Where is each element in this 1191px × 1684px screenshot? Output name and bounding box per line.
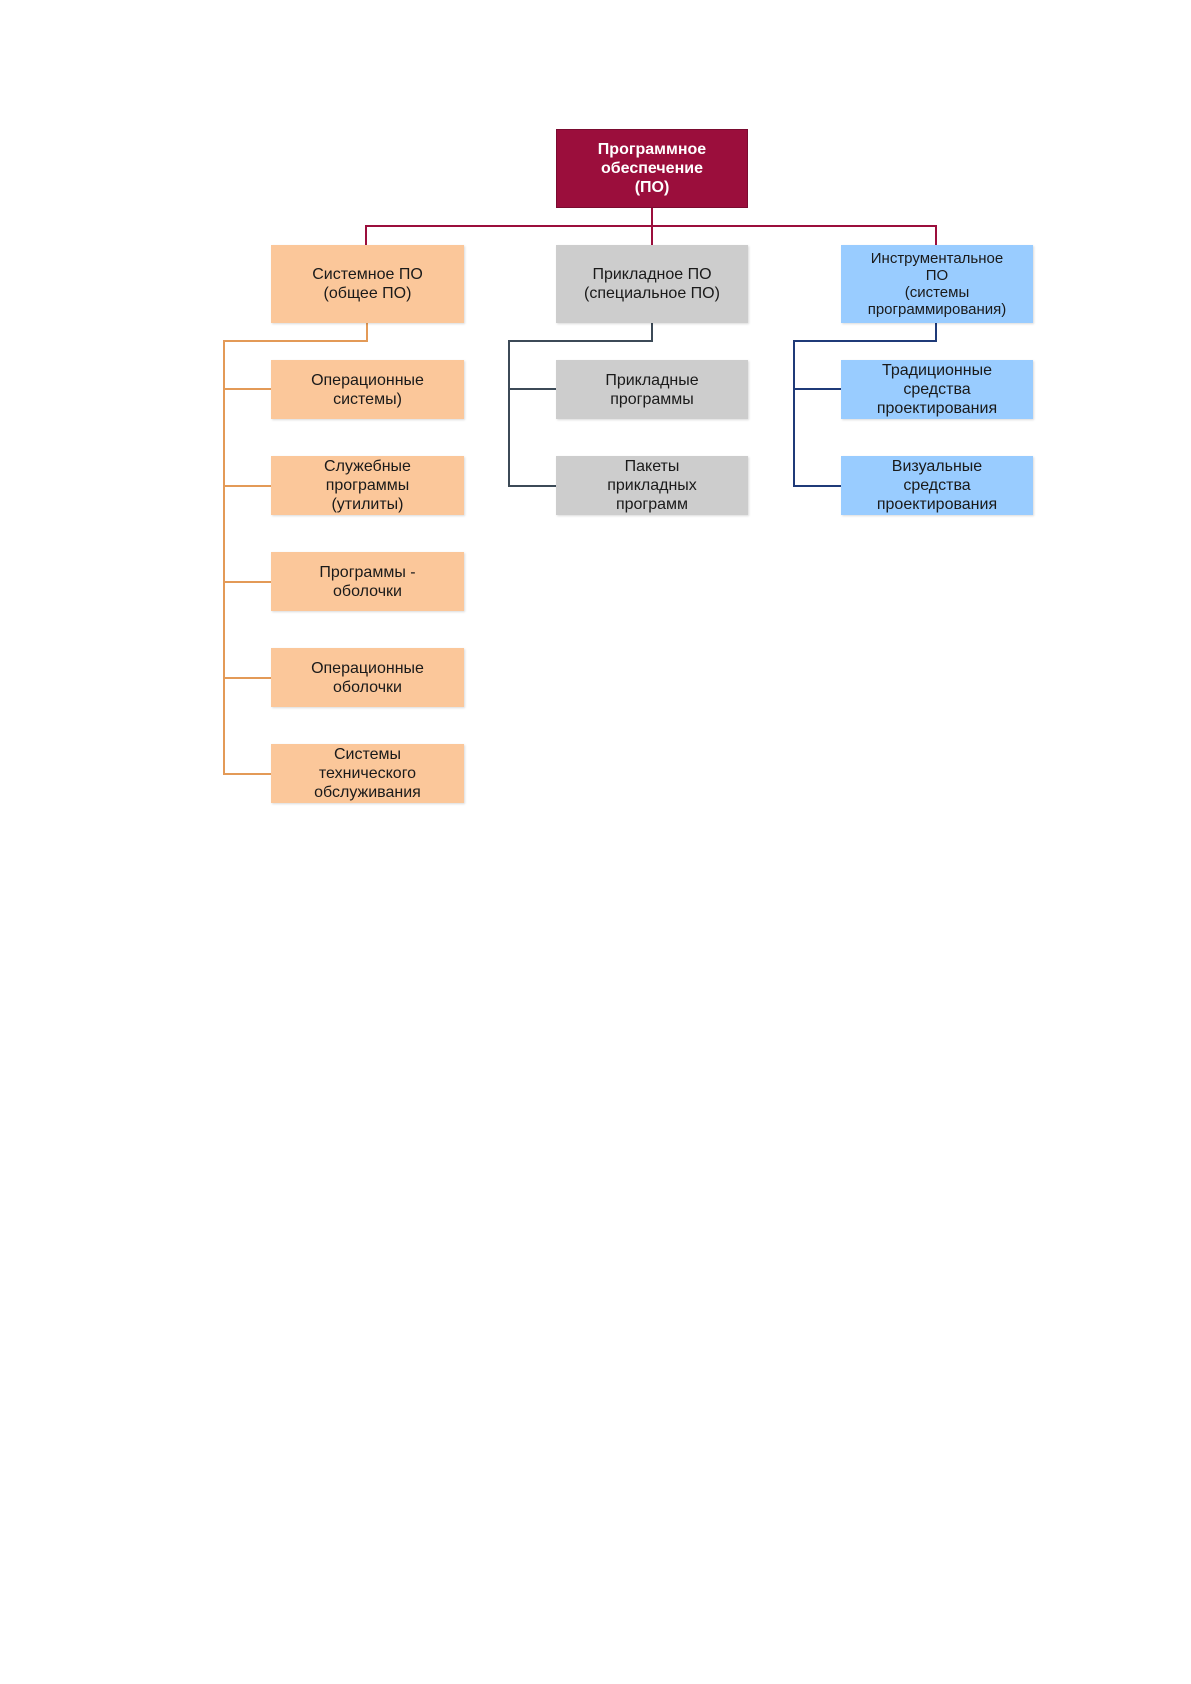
system-branch-3 [223,581,271,583]
system-child-utilities: Служебные программы (утилиты) [271,456,464,515]
system-child-shell-programs: Программы - оболочки [271,552,464,611]
system-child-os-shells: Операционные оболочки [271,648,464,707]
applied-child-packages: Пакеты прикладных программ [556,456,748,515]
system-branch-5 [223,773,271,775]
tools-stem-horizontal [793,340,937,342]
applied-software-node: Прикладное ПО (специальное ПО) [556,245,748,323]
system-child-operating-systems: Операционные системы) [271,360,464,419]
system-branch-2 [223,485,271,487]
tools-branch-2 [793,485,841,487]
root-node: Программное обеспечение (ПО) [556,129,748,208]
tools-stem [935,322,937,342]
tools-trunk [793,340,795,487]
system-stem-horizontal [223,340,368,342]
applied-trunk [508,340,510,487]
applied-stem [651,322,653,342]
tools-branch-1 [793,388,841,390]
tools-connector-drop [935,225,937,245]
system-child-maintenance: Системы технического обслуживания [271,744,464,803]
applied-branch-1 [508,388,556,390]
applied-connector-drop [651,225,653,245]
system-connector-drop [365,225,367,245]
system-branch-1 [223,388,271,390]
system-stem [366,322,368,342]
system-software-node: Системное ПО (общее ПО) [271,245,464,323]
applied-child-programs: Прикладные программы [556,360,748,419]
applied-branch-2 [508,485,556,487]
tools-child-visual: Визуальные средства проектирования [841,456,1033,515]
system-branch-4 [223,677,271,679]
tool-software-node: Инструментальное ПО (системы программиро… [841,245,1033,323]
applied-stem-horizontal [508,340,653,342]
tools-child-traditional: Традиционные средства проектирования [841,360,1033,419]
root-connector-vertical [651,206,653,227]
system-trunk [223,340,225,775]
